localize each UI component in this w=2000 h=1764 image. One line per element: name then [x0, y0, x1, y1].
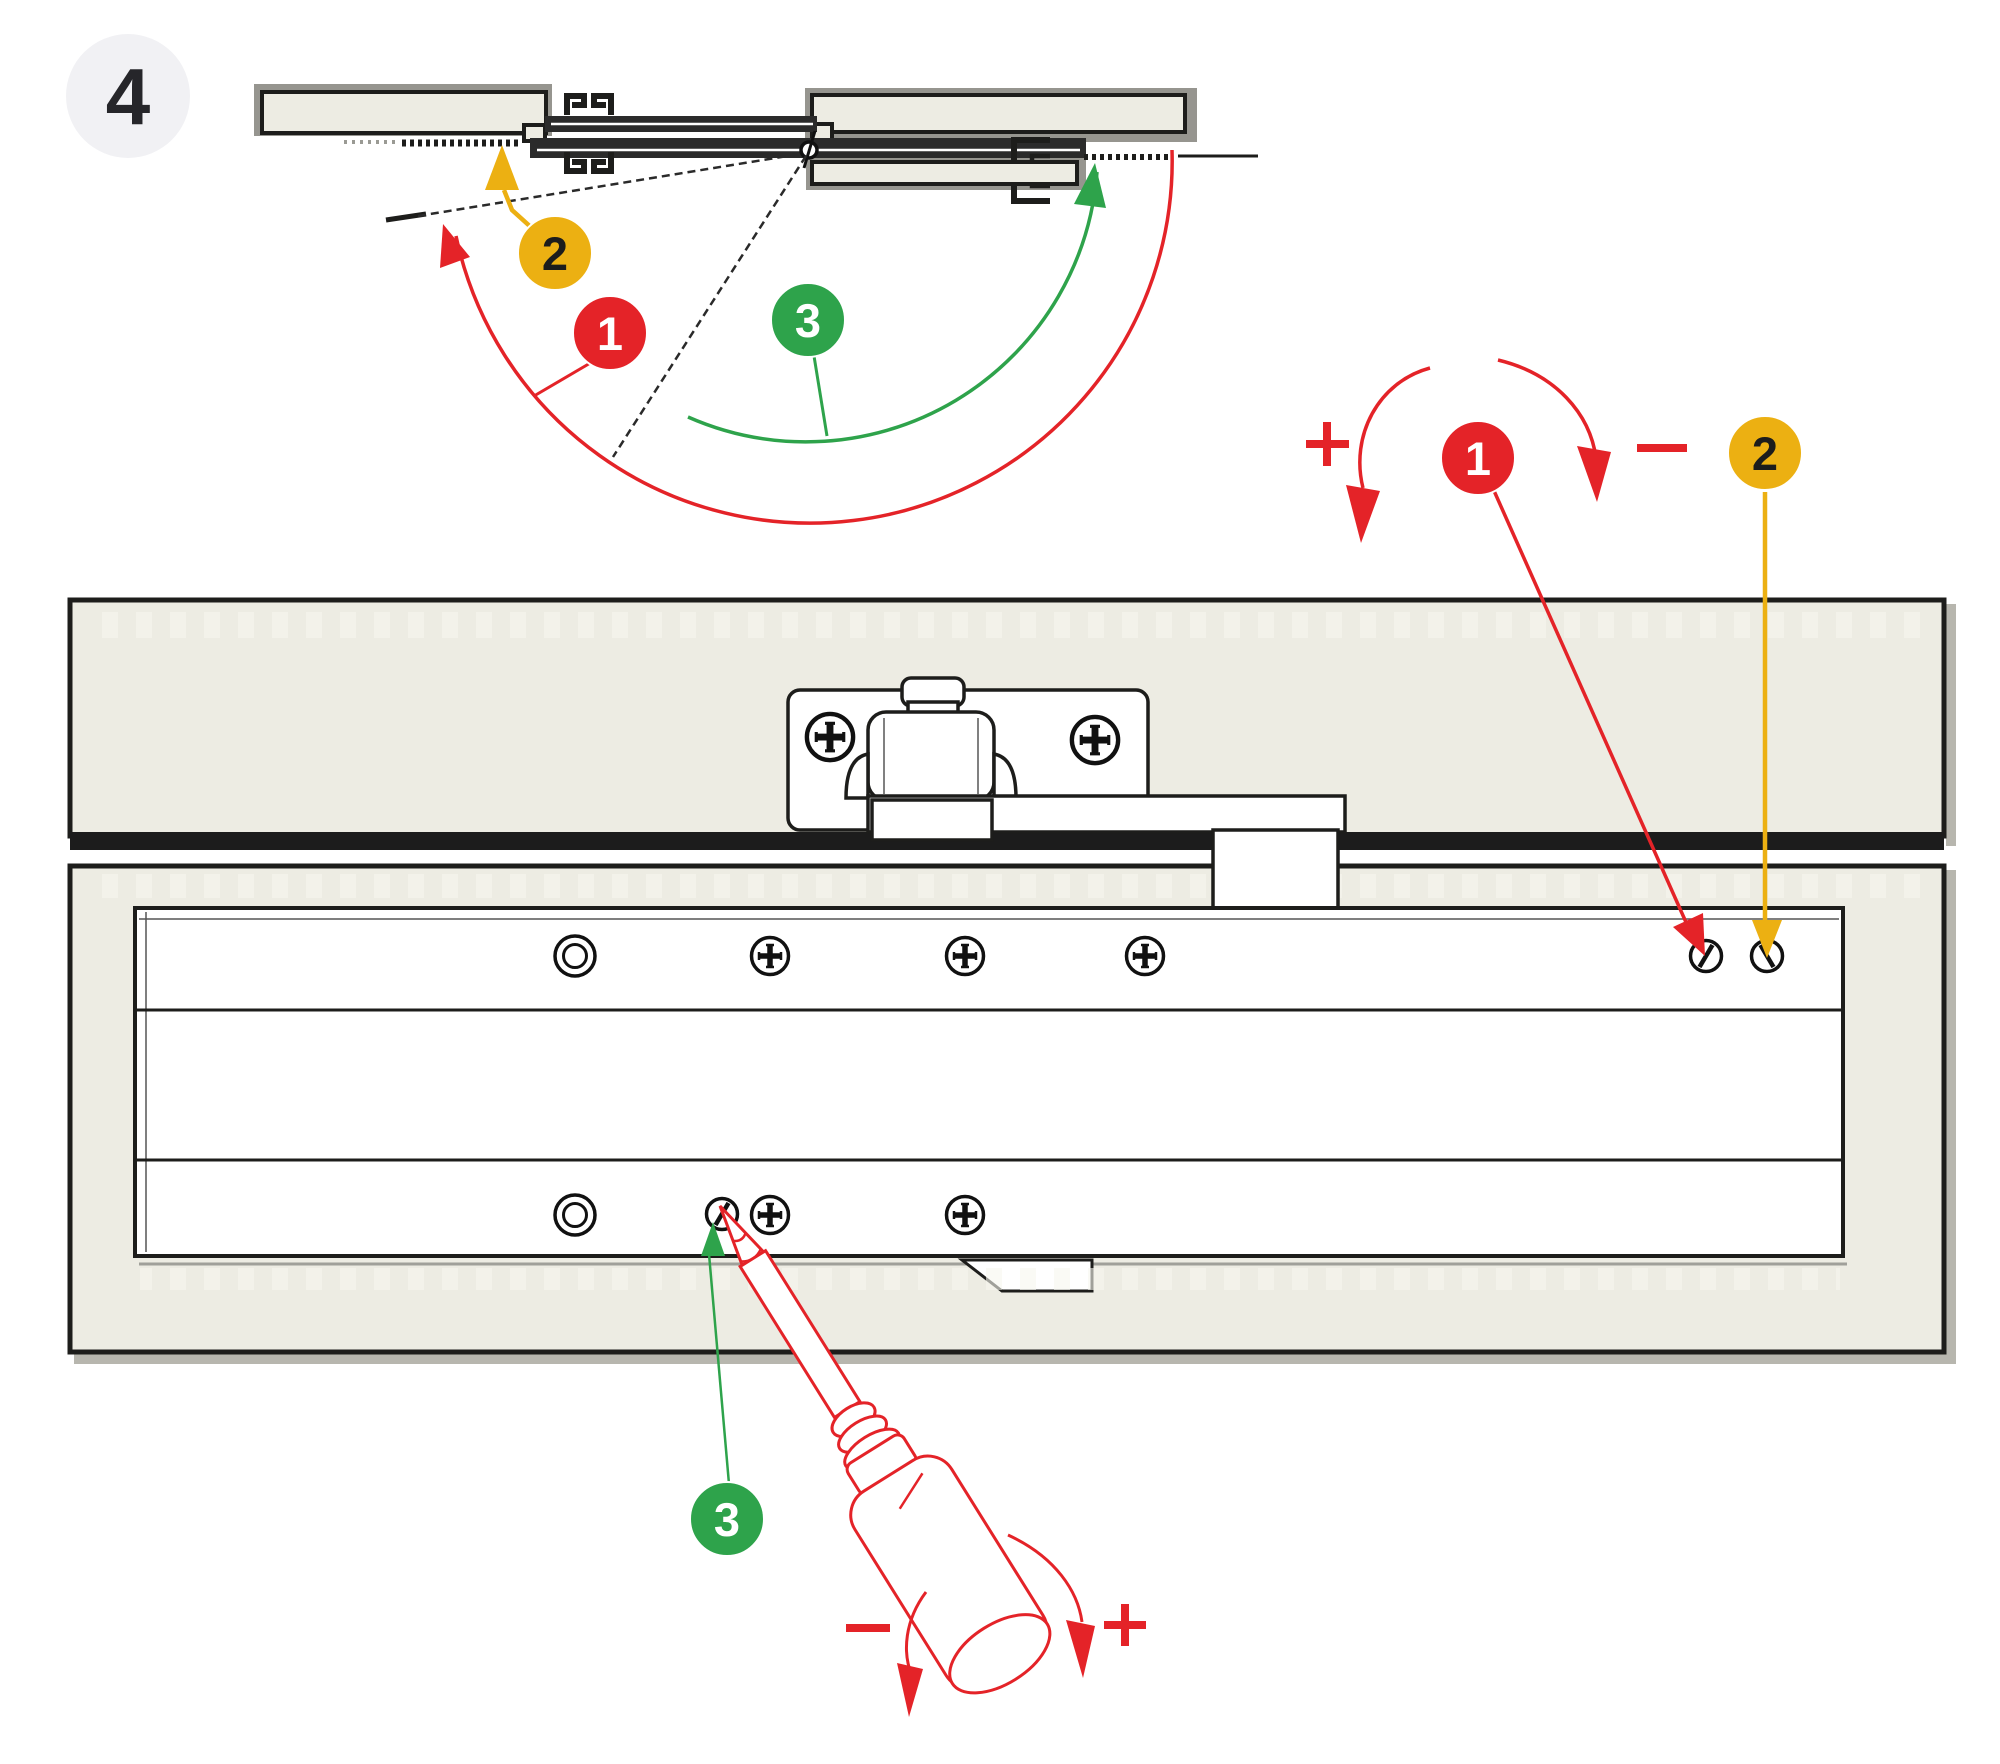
rotate-cw-arrowhead-latch-icon	[1066, 1620, 1095, 1678]
screw-phillips-top-2	[947, 938, 984, 975]
rotate-cw-arc-latch	[1007, 1533, 1084, 1623]
badge-end-stop-valve: 2	[1727, 415, 1803, 491]
badge1-leader	[533, 360, 593, 398]
badge-latch-speed: 3	[770, 282, 846, 358]
pivot-wing-left	[844, 751, 870, 800]
latch-speed-arrowhead-icon	[1074, 163, 1106, 208]
clip-lower-right	[591, 152, 614, 174]
rotate-ccw-arc	[1358, 366, 1431, 489]
door-leaf-closed	[810, 160, 1079, 186]
step-badge: 4	[66, 34, 190, 158]
door-edge-shadow	[1946, 870, 1956, 1354]
closing-speed-arrowhead-icon	[440, 224, 470, 268]
svg-text:2: 2	[542, 227, 568, 280]
svg-text:3: 3	[714, 1493, 740, 1546]
screw-phillips-top-3	[1127, 938, 1164, 975]
door-bottom-shadow	[74, 1354, 1956, 1364]
badge1-pointer-arrowhead-icon	[1673, 913, 1705, 956]
slide-rail	[786, 676, 1347, 916]
arm-connector-block	[1211, 828, 1340, 916]
latch-adjustment: 3	[689, 1204, 1146, 1717]
rotate-cw-arrowhead-icon	[1577, 446, 1611, 502]
plus-symbol-latch	[1104, 1604, 1146, 1646]
latch-speed-arc	[687, 171, 1099, 444]
closer-body	[133, 906, 1847, 1266]
badge1-pointer-line	[1489, 483, 1691, 930]
screwdriver-grip-line	[898, 1472, 924, 1510]
pivot-axis-line	[802, 130, 817, 169]
bracket-screw-right	[1072, 717, 1118, 763]
frame-assembly	[67, 597, 1956, 1364]
clip-upper-right	[591, 93, 614, 115]
screwdriver-tip-facet-1	[732, 1231, 748, 1243]
rotate-ccw-arrowhead-icon	[1346, 485, 1380, 543]
door-texture-below-closer	[140, 1268, 1840, 1290]
bracket-screw-left	[807, 714, 853, 760]
step-number: 4	[106, 52, 151, 141]
clip-lower-left	[564, 152, 587, 174]
badge-end-stop: 2	[517, 215, 593, 291]
slider-shoe	[870, 798, 994, 842]
closing-speed-arc	[454, 149, 1174, 525]
frame-texture	[90, 612, 1930, 638]
step-badge-circle	[66, 34, 190, 158]
frame-stop-bar	[70, 832, 1944, 850]
plan-view: 1 2 3	[254, 84, 1258, 525]
wall-left	[260, 90, 548, 135]
rotate-cw-arc	[1497, 358, 1598, 459]
badge3-leader	[812, 355, 829, 437]
end-stop-arrowhead-icon	[485, 145, 519, 190]
end-stop-leader	[501, 189, 535, 231]
badge-closing-speed: 1	[572, 295, 648, 371]
screw-ring-bottom	[553, 1193, 597, 1237]
closer-body-box	[133, 906, 1845, 1258]
frame-edge-shadow	[1946, 604, 1956, 846]
screw-phillips-top-1	[752, 938, 789, 975]
badge3-pointer-line	[707, 1253, 731, 1485]
rotate-ccw-arrowhead-latch-icon	[897, 1663, 923, 1717]
screw-phillips-bottom-1	[752, 1197, 789, 1234]
door-open-mid-dashed	[611, 155, 808, 458]
screw-ring-top	[553, 934, 597, 978]
badge3-pointer-arrowhead-icon	[701, 1222, 725, 1256]
valve-adjustment-indicators: 1 2	[1306, 358, 1803, 958]
arm-pivot-block	[866, 710, 996, 802]
door-texture-top	[90, 874, 1930, 898]
screwdriver	[718, 1204, 1052, 1695]
clip-upper-left	[564, 93, 587, 115]
screwdriver-handle-endcap	[948, 1613, 1052, 1695]
svg-text:1: 1	[597, 307, 623, 360]
plus-symbol	[1306, 422, 1349, 466]
screw-phillips-bottom-2	[947, 1197, 984, 1234]
badge2-pointer-arrowhead-icon	[1752, 920, 1782, 958]
wall-right	[810, 93, 1187, 134]
svg-text:3: 3	[795, 294, 821, 347]
badge-latch-speed-valve: 3	[689, 1481, 765, 1557]
badge-closing-speed-valve: 1	[1440, 420, 1516, 496]
svg-text:2: 2	[1752, 427, 1778, 480]
svg-text:1: 1	[1465, 432, 1491, 485]
